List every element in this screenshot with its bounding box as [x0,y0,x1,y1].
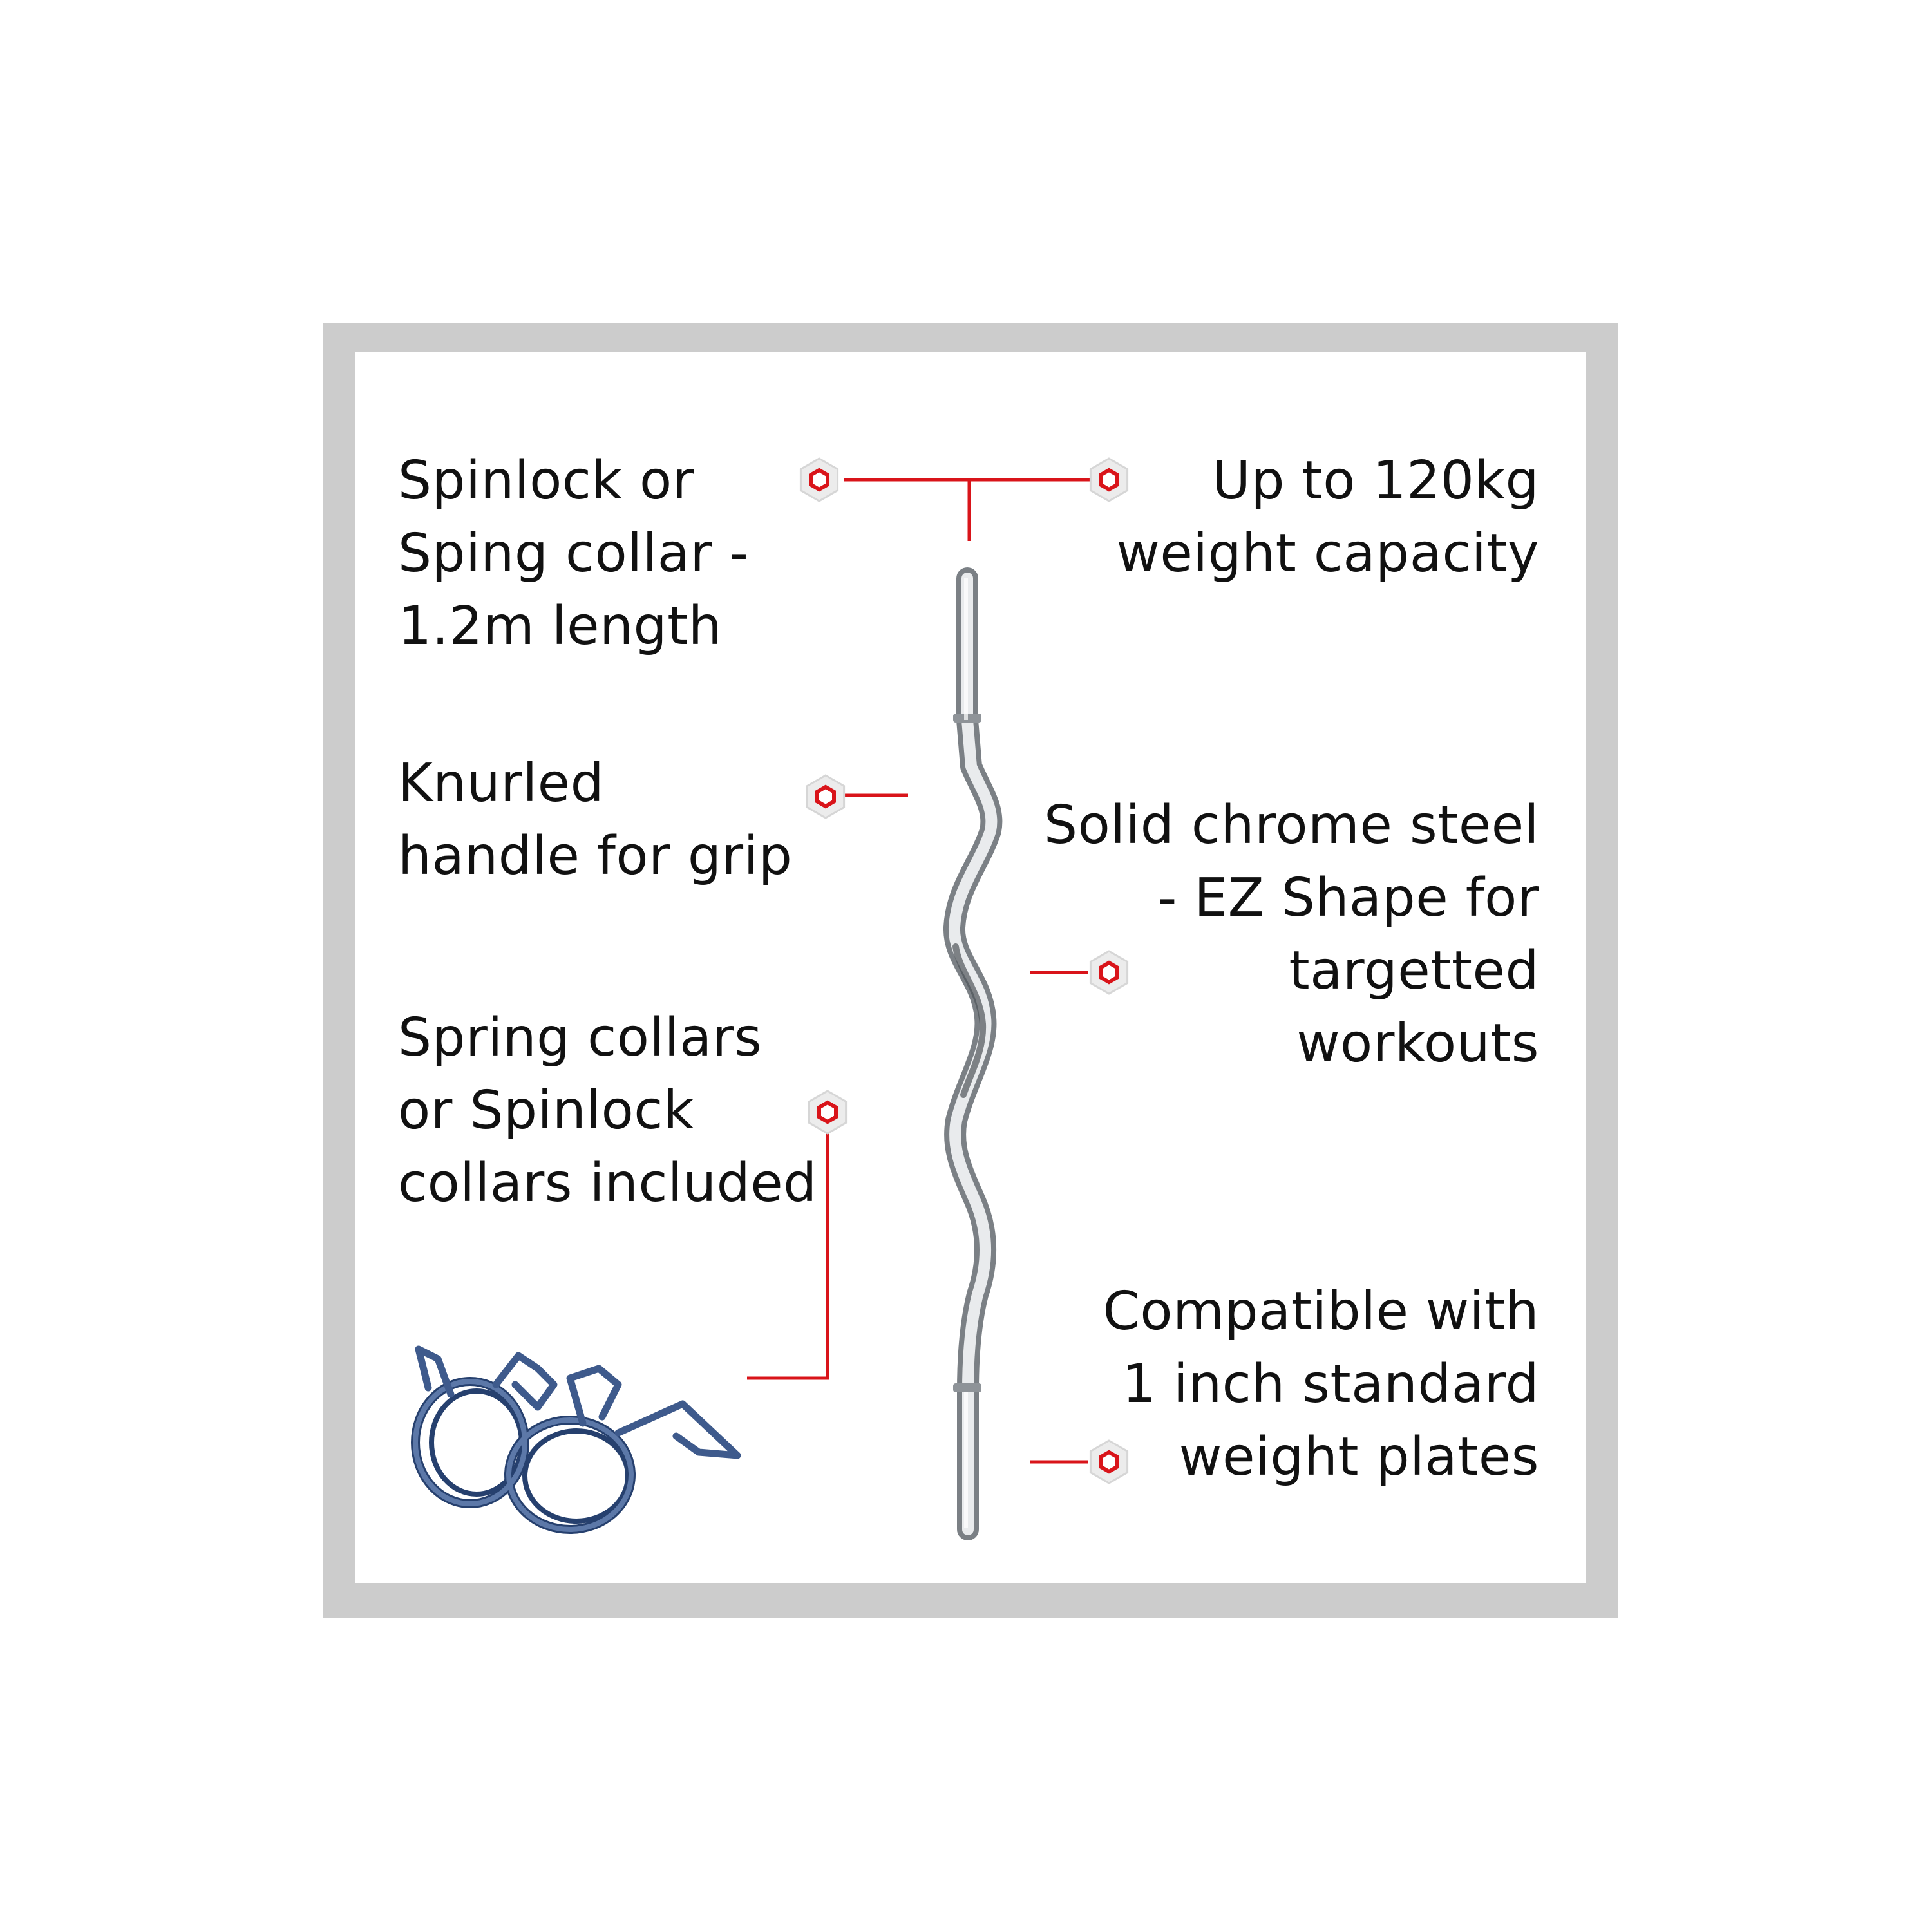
feature-knurled-handle: Knurled handle for grip [398,753,793,887]
callout-lines [747,478,1092,1464]
bar-collar-ring-bottom [953,1383,981,1392]
feature-spinlock-collar: Spinlock or Sping collar - 1.2m length [398,450,749,657]
feature-collars-included: Spring collars or Spinlock collars inclu… [398,1007,817,1214]
callout-line-collars [747,1113,829,1380]
feature-weight-capacity: Up to 120kg weight capacity [1116,450,1539,584]
callout-line-top [844,478,1092,541]
feature-compatibility: Compatible with 1 inch standard weight p… [1103,1281,1539,1488]
feature-chrome-steel: Solid chrome steel - EZ Shape for target… [1044,795,1539,1074]
ez-curl-bar [943,567,1003,1540]
hexagon-marker-icon [807,775,844,818]
spring-collars-image [411,1345,741,1534]
